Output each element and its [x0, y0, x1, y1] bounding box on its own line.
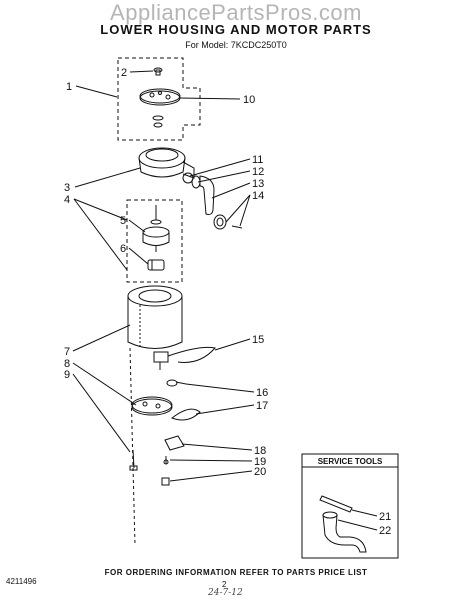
part-6-bearing [147, 259, 165, 271]
callout-13: 13 [252, 178, 264, 190]
service-tools-title: SERVICE TOOLS [317, 457, 383, 466]
callout-15: 15 [252, 334, 264, 346]
callout-3: 3 [64, 182, 70, 194]
callout-21: 21 [379, 511, 391, 523]
part-18-pad [164, 435, 185, 451]
part-14-flange [213, 214, 243, 230]
part-8-end-bell [131, 396, 173, 416]
part-washer [152, 115, 164, 121]
callout-20: 20 [254, 466, 266, 478]
part-10-plate [139, 88, 181, 106]
callout-17: 17 [256, 400, 268, 412]
diagram-title: LOWER HOUSING AND MOTOR PARTS [100, 22, 372, 37]
callout-1: 1 [66, 81, 72, 93]
part-2-nut [153, 67, 163, 76]
callout-22: 22 [379, 525, 391, 537]
part-13-hose [199, 175, 215, 215]
callout-2: 2 [121, 67, 127, 79]
part-7-stator [127, 285, 183, 349]
page-number: 2 [222, 580, 227, 589]
callout-7: 7 [64, 346, 70, 358]
handwritten-date: 24-7-12 [208, 588, 243, 598]
part-15-switch [153, 346, 216, 370]
callout-11: 11 [252, 154, 263, 166]
part-16-spring [166, 379, 187, 387]
callout-10: 10 [243, 94, 255, 106]
part-22-tool [322, 511, 367, 553]
part-3-lower-housing [138, 147, 195, 179]
callout-8: 8 [64, 358, 70, 370]
part-20-nut [161, 477, 170, 486]
document-number: 4211496 [6, 577, 37, 586]
part-21-tool [319, 495, 353, 513]
callout-16: 16 [256, 387, 268, 399]
watermark: AppliancePartsPros.com [110, 0, 362, 25]
callout-12: 12 [252, 166, 264, 178]
service-tools-box [301, 453, 399, 559]
part-9-bolt [129, 449, 138, 471]
part-11-clamp [182, 172, 194, 184]
assembly-box-4 [126, 199, 183, 283]
part-19-screw [163, 456, 169, 465]
callout-18: 18 [254, 445, 266, 457]
callout-14: 14 [252, 190, 264, 202]
callout-19: 19 [254, 456, 266, 468]
callout-6: 6 [120, 243, 126, 255]
assembly-box-1 [117, 57, 201, 141]
callout-4: 4 [64, 194, 70, 206]
model-label: For Model: 7KCDC250T0 [185, 40, 287, 50]
part-5-rotor [142, 205, 170, 252]
alignment-line [129, 347, 136, 546]
callout-9: 9 [64, 369, 70, 381]
callout-5: 5 [120, 215, 126, 227]
footer-ordering-info: FOR ORDERING INFORMATION REFER TO PARTS … [104, 568, 368, 577]
part-washer-2 [153, 122, 163, 128]
part-17-cover [170, 408, 201, 421]
